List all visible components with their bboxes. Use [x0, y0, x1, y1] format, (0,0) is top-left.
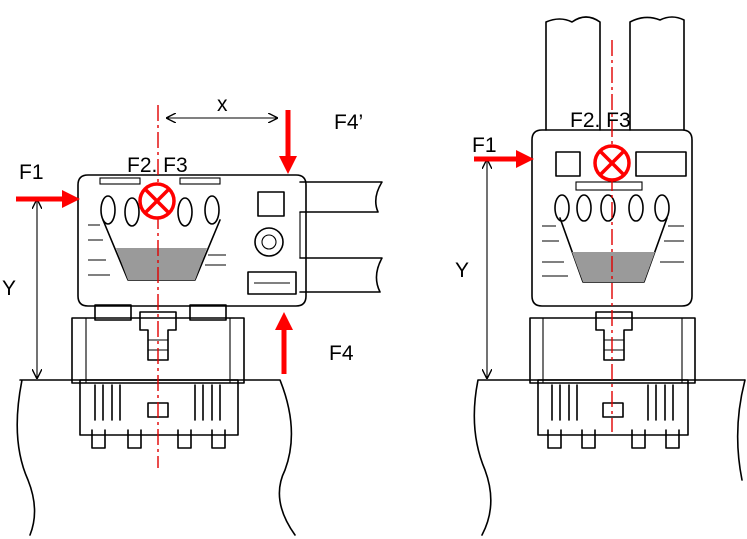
- left-f2-f3-label: F2. F3: [127, 154, 188, 177]
- left-f1-arrow: [16, 190, 80, 208]
- left-pcb-board: [16, 379, 296, 536]
- right-force-into-page-symbol: [593, 144, 631, 182]
- left-connector-housing: [77, 174, 307, 307]
- left-f4-label: F4: [329, 342, 354, 365]
- left-x-label: x: [217, 93, 228, 116]
- left-f1-label: F1: [19, 161, 44, 184]
- right-f2-f3-label: F2. F3: [570, 109, 631, 132]
- right-connector-housing: [531, 129, 693, 307]
- left-f4-prime-label: F4’: [334, 111, 363, 134]
- right-f1-arrow: [474, 150, 534, 168]
- left-force-into-page-symbol: [138, 182, 176, 220]
- right-header: [537, 379, 689, 449]
- left-header: [79, 379, 239, 449]
- right-f1-label: F1: [472, 134, 497, 157]
- left-f4-prime-arrow: [279, 110, 297, 174]
- left-f4-arrow: [275, 312, 293, 374]
- left-y-label: Y: [2, 277, 16, 300]
- right-y-label: Y: [455, 259, 469, 282]
- right-cable: [545, 16, 685, 131]
- right-view: F1 F2. F3 Y: [455, 16, 746, 536]
- left-view: F1 F2. F3 x F4’ F4 Y: [2, 93, 383, 536]
- left-cable: [299, 181, 383, 293]
